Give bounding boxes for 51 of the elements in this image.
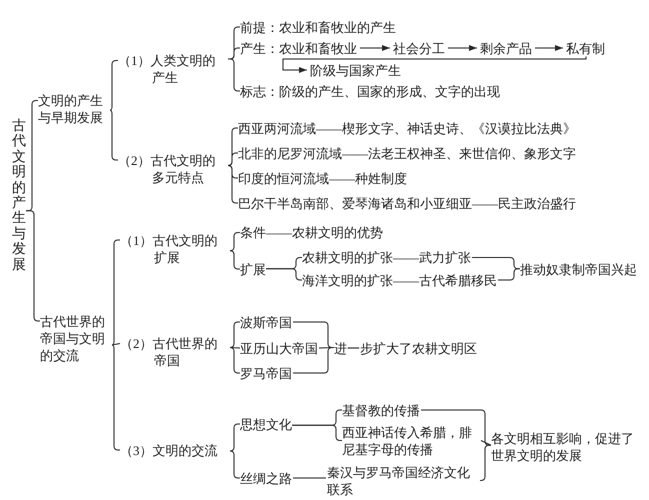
point-text: 印度的恒河流域——种姓制度 xyxy=(238,170,407,186)
point-text: 标志：阶级的产生、国家的形成、文字的出现 xyxy=(240,82,500,100)
point-text: 农耕文明的扩张——武力扩张 xyxy=(302,249,471,266)
flow-step-text: 产生：农业和畜牧业 xyxy=(240,40,357,56)
brace-connector xyxy=(230,347,240,348)
conclusion-text: 各文明相互影响，促进了世界文明的发展 xyxy=(491,430,643,464)
brace-connector xyxy=(472,257,520,270)
point-text: 条件——农耕文明的优势 xyxy=(240,224,383,241)
point-text: 西亚两河流域——楔形文字、神话史诗、《汉谟拉比法典》 xyxy=(238,120,576,136)
point-text: 北非的尼罗河流域——法老王权神圣、来世信仰、象形文字 xyxy=(238,144,576,162)
point-text: 亚历山大帝国 xyxy=(240,340,318,356)
subtopic-label: （2）古代世界的帝国 xyxy=(120,335,230,369)
branch-topic-label: 古代世界的帝国与文明的交流 xyxy=(40,312,112,364)
flow-step-text: 社会分工 xyxy=(393,40,445,56)
root-topic-label: 古代文明的产生与发展 xyxy=(12,119,26,273)
point-text: 前提：农业和畜牧业的产生 xyxy=(240,18,396,36)
conclusion-text: 进一步扩大了农耕文明区 xyxy=(334,340,477,356)
point-text: 巴尔干半岛南部、爱琴海诸岛和小亚细亚——民主政治盛行 xyxy=(238,194,576,212)
brace-connector xyxy=(230,250,240,270)
conclusion-text: 推动奴隶制帝国兴起 xyxy=(520,260,637,278)
category-label: 丝绸之路 xyxy=(240,470,292,486)
category-label: 扩展 xyxy=(240,260,266,278)
flow-arrow xyxy=(448,45,478,51)
brace-connector xyxy=(230,232,240,252)
category-label: 思想文化 xyxy=(240,416,292,432)
point-text: 西亚神话传入希腊，腓尼基字母的传播 xyxy=(342,424,480,458)
point-text: 秦汉与罗马帝国经济文化联系 xyxy=(327,464,479,498)
flow-arrow xyxy=(282,56,586,73)
subtopic-label: （3）文明的交流 xyxy=(120,442,230,458)
point-text: 波斯帝国 xyxy=(240,314,292,330)
flow-step-text: 私有制 xyxy=(566,40,605,56)
subtopic-label: （1）古代文明的扩展 xyxy=(120,232,230,266)
point-text: 基督教的传播 xyxy=(342,402,420,418)
flow-arrow xyxy=(534,45,564,51)
flow-step-text: 剩余产品 xyxy=(480,40,532,56)
brace-connector xyxy=(112,343,120,346)
branch-topic-label: 文明的产生与早期发展 xyxy=(38,92,110,126)
flow-arrow xyxy=(360,45,390,51)
subtopic-label: （1）人类文明的产生 xyxy=(118,52,228,86)
subtopic-label: （2）古代文明的多元特点 xyxy=(118,152,228,186)
brace-connector xyxy=(498,268,520,280)
brace-connector xyxy=(480,440,492,446)
brace-connector xyxy=(266,268,302,280)
brace-connector xyxy=(228,152,238,166)
point-text: 罗马帝国 xyxy=(240,364,292,382)
flow-step-text: 阶级与国家产生 xyxy=(310,62,401,78)
point-text: 海洋文明的扩张——古代希腊移民 xyxy=(302,272,497,288)
brace-connector xyxy=(420,410,492,446)
brace-connector xyxy=(292,347,334,374)
brace-connector xyxy=(480,444,492,481)
brace-connector xyxy=(292,424,342,441)
